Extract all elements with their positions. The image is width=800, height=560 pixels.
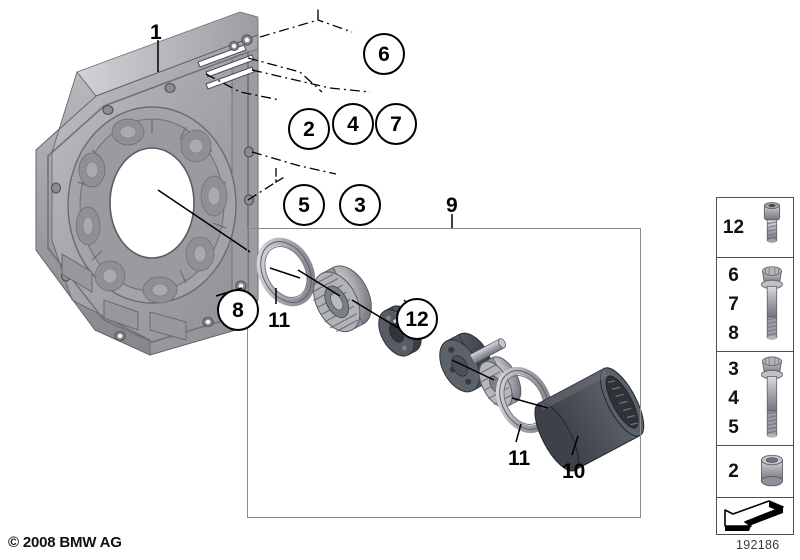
bell-housing-casting <box>35 11 259 356</box>
flange-bolt-medium-icon <box>750 258 793 351</box>
part-number-label: 192186 <box>736 538 780 552</box>
legend-cell-345[interactable]: 3 4 5 <box>717 352 793 446</box>
leader-7 <box>251 69 371 93</box>
leader-bore <box>157 189 251 253</box>
legend-number: 6 <box>728 265 739 286</box>
leader-5 <box>247 168 287 201</box>
legend-number: 3 <box>728 359 739 380</box>
callout-9[interactable]: 9 <box>446 194 458 217</box>
leader-2 <box>205 73 281 101</box>
leader-11-rear <box>515 423 522 443</box>
legend-number: 12 <box>722 217 745 238</box>
callout-3[interactable]: 3 <box>339 184 381 226</box>
legend-cell-2[interactable]: 2 <box>717 446 793 498</box>
view-direction-arrow-icon <box>717 498 793 534</box>
seal-ring-front <box>256 237 316 307</box>
leader-3 <box>251 151 337 175</box>
drive-assembly-group-box <box>247 228 641 518</box>
leader-10 <box>571 435 579 456</box>
legend-cell-arrow[interactable] <box>717 498 793 534</box>
legend-number: 4 <box>728 388 739 409</box>
cylindrical-housing <box>534 367 645 472</box>
plain-leaders <box>157 40 579 456</box>
leader-4 <box>247 57 323 93</box>
legend-number: 5 <box>728 417 739 438</box>
dowel-sleeve-icon <box>750 446 793 497</box>
leader-ring-front <box>269 267 301 279</box>
leader-lines <box>205 8 421 323</box>
flange-bolt-long-icon <box>750 352 793 445</box>
socket-cap-bolt-icon <box>750 198 793 257</box>
callout-7[interactable]: 7 <box>375 103 417 145</box>
legend-cell-12[interactable]: 12 <box>717 198 793 258</box>
legend-panel: 12 6 7 8 <box>716 197 794 535</box>
callout-6[interactable]: 6 <box>363 33 405 75</box>
callout-8[interactable]: 8 <box>217 289 259 331</box>
leader-gear2 <box>351 299 399 329</box>
housing-center-bore <box>109 147 195 259</box>
callout-2[interactable]: 2 <box>288 108 330 150</box>
drive-flange <box>439 332 507 393</box>
callout-11-front[interactable]: 11 <box>268 309 291 332</box>
legend-number: 7 <box>728 294 739 315</box>
copyright-notice: © 2008 BMW AG <box>8 534 122 551</box>
callout-11-rear[interactable]: 11 <box>508 447 531 470</box>
callout-5[interactable]: 5 <box>283 184 325 226</box>
leader-6 <box>259 8 353 38</box>
leader-gear <box>297 269 341 297</box>
leader-flange <box>451 359 495 381</box>
callout-1[interactable]: 1 <box>150 21 162 44</box>
callout-12[interactable]: 12 <box>396 298 438 340</box>
legend-numbers-2: 2 <box>717 446 750 497</box>
callout-4[interactable]: 4 <box>332 103 374 145</box>
legend-numbers-678: 6 7 8 <box>717 258 750 351</box>
legend-number: 8 <box>728 323 739 344</box>
legend-numbers-12: 12 <box>717 198 750 257</box>
legend-numbers-345: 3 4 5 <box>717 352 750 445</box>
legend-number: 2 <box>728 461 739 482</box>
leader-ring-rear <box>511 397 549 409</box>
legend-cell-678[interactable]: 6 7 8 <box>717 258 793 352</box>
callout-10[interactable]: 10 <box>562 460 586 483</box>
